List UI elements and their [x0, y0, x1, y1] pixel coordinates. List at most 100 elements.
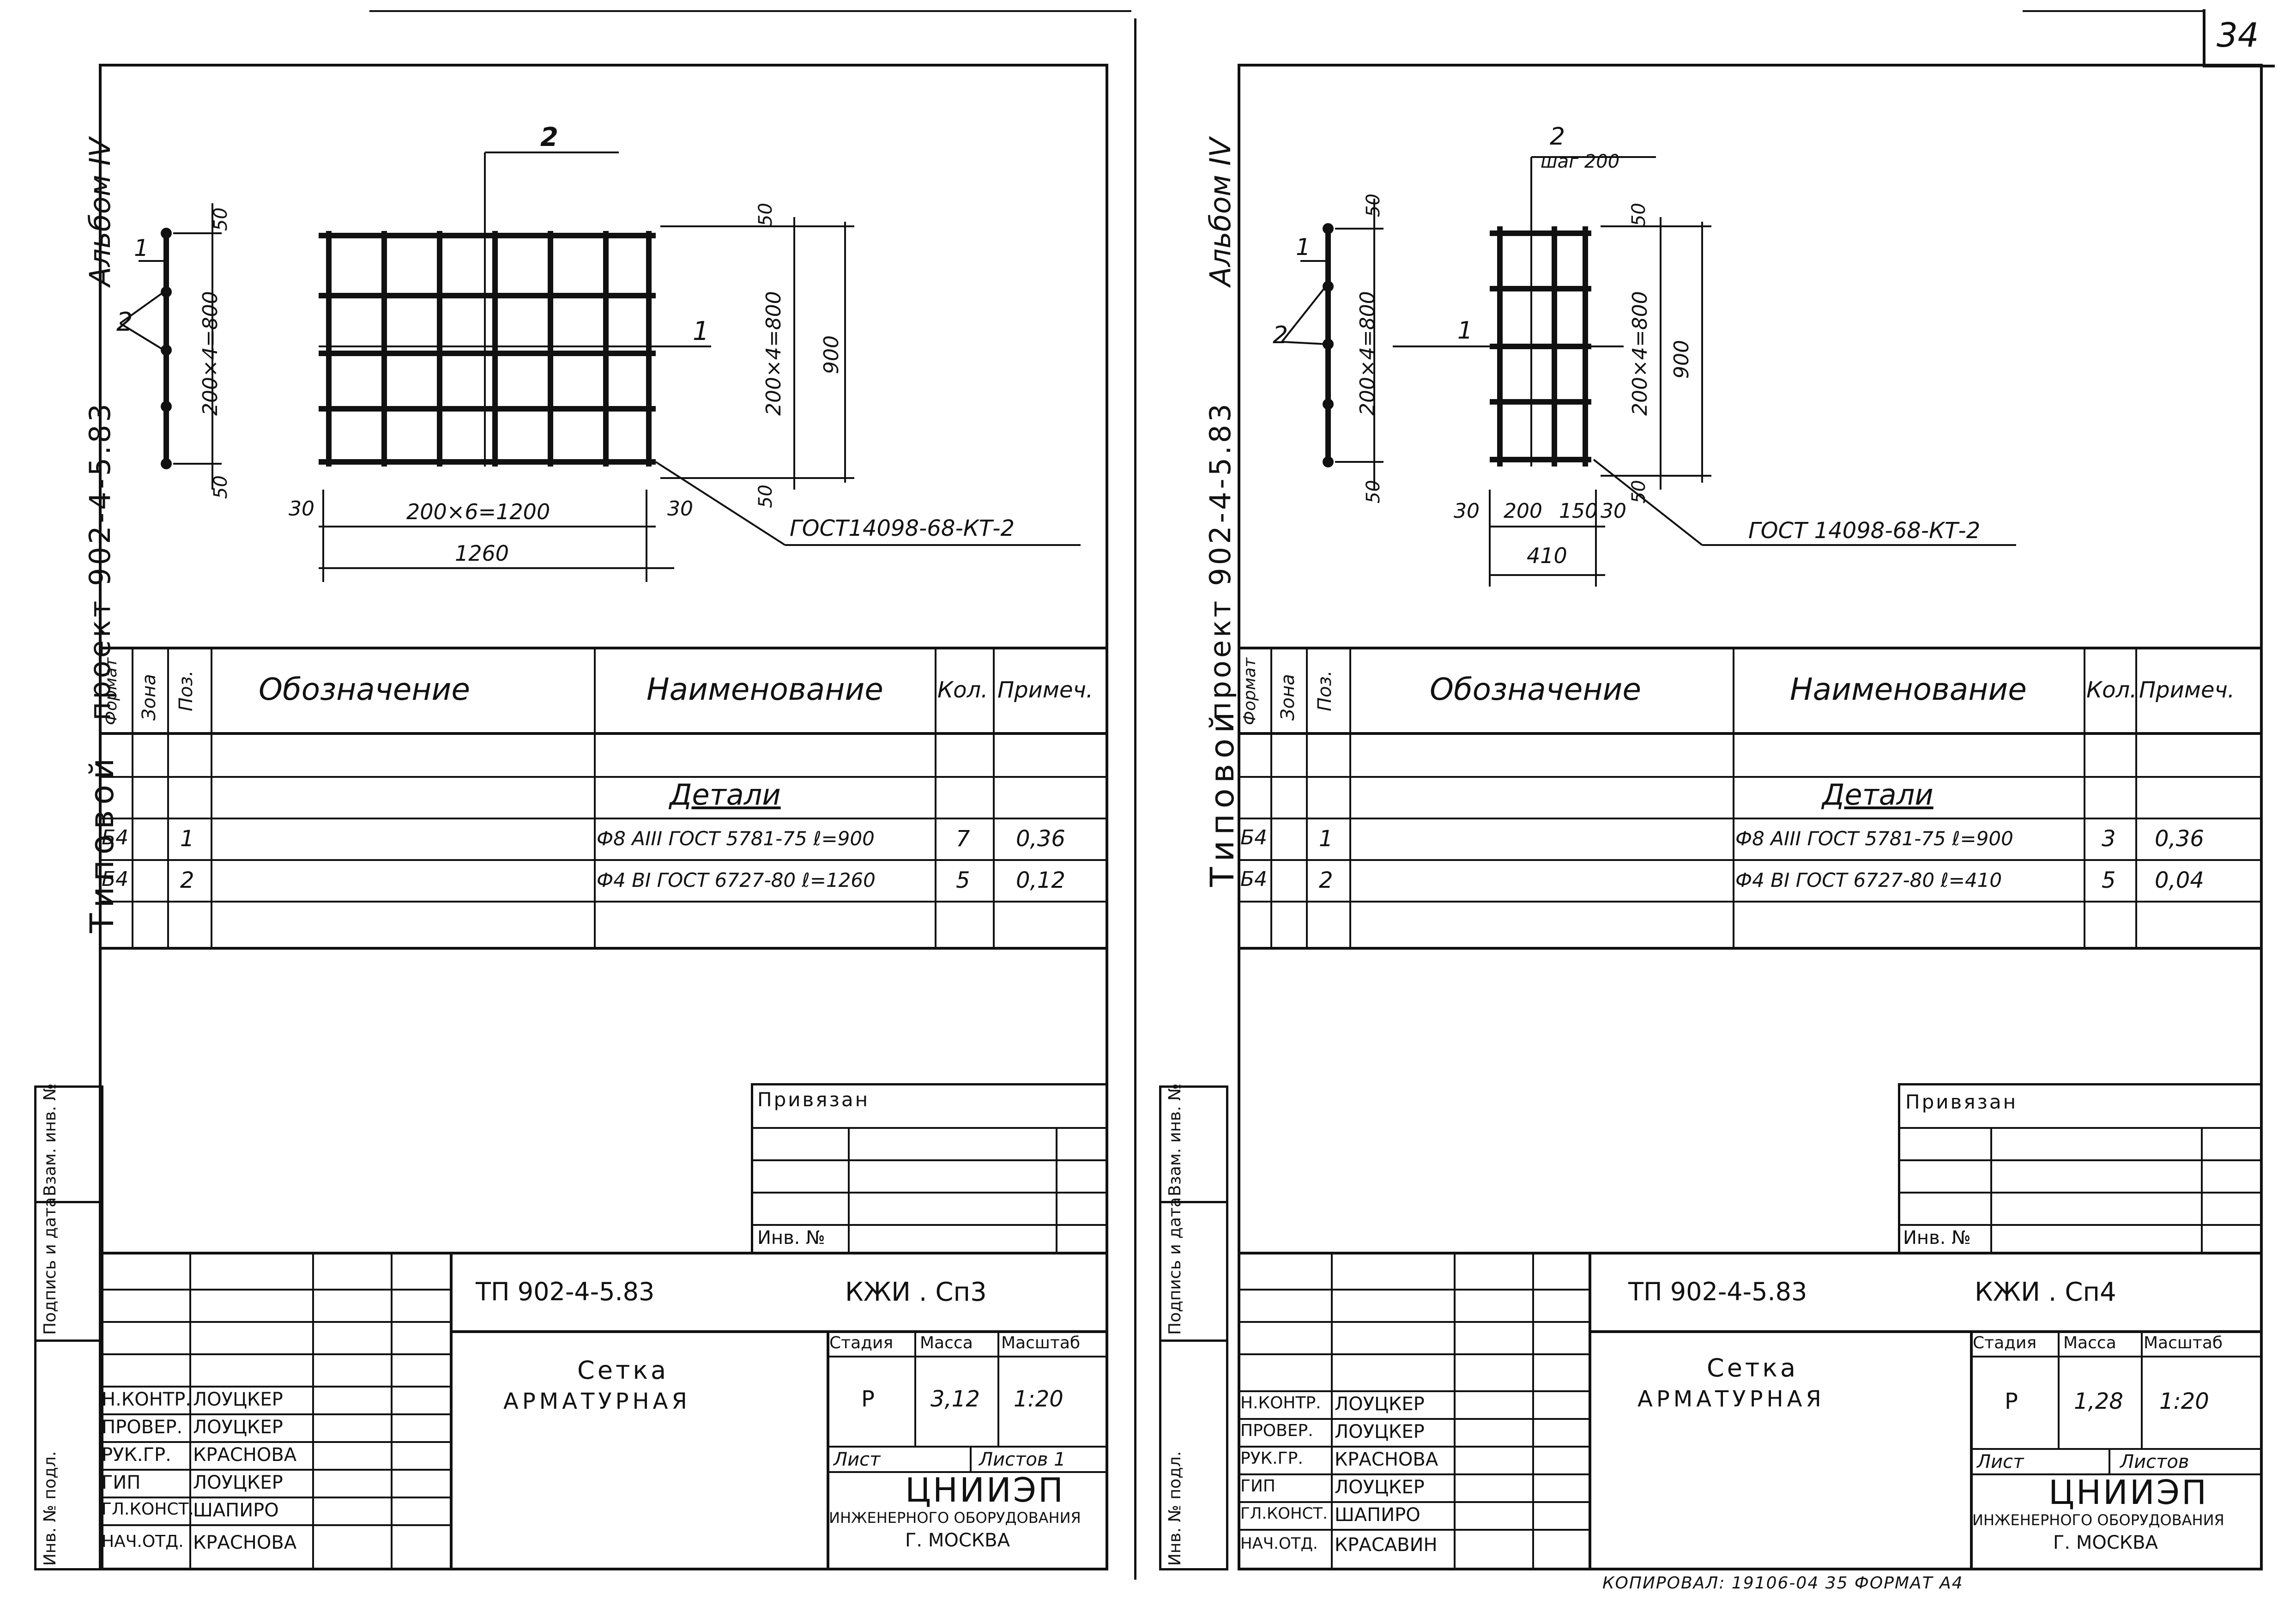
- spec-row-format: Б4: [1240, 867, 1268, 891]
- spec-row-format: Б4: [102, 867, 129, 891]
- side-stamp-divider: [34, 1201, 103, 1203]
- stage-header: Стадия: [829, 1333, 894, 1352]
- mesh-drawing: [1281, 156, 2016, 587]
- sig-role: Гл.конст.: [1240, 1504, 1328, 1523]
- sig-name: Лоуцкер: [1335, 1477, 1425, 1498]
- dim-side-bottom: 50: [210, 475, 231, 499]
- stage-header: Стадия: [1973, 1333, 2037, 1352]
- dim-side-top: 50: [210, 207, 231, 231]
- top-rule: [369, 10, 1131, 12]
- list-label: Лист: [834, 1449, 881, 1470]
- spec-row-line: [99, 859, 1108, 861]
- spec-row-line: [99, 776, 1108, 778]
- spec-row-pos: 2: [1319, 867, 1333, 893]
- spec-row-name: Ф8 АIII ГОСТ 5781-75 ℓ=900: [1735, 827, 2013, 850]
- sig-role: Провер.: [1240, 1421, 1313, 1440]
- dim-right-top: 50: [1628, 203, 1649, 226]
- org-city: г. Москва: [905, 1530, 1010, 1551]
- spec-col: [132, 647, 133, 947]
- stage-value: Р: [2005, 1388, 2018, 1414]
- dim-right-mid: 200×4=800: [762, 291, 785, 416]
- gost-note: ГОСТ 14098-68-КТ-2: [1748, 518, 1981, 544]
- leader-label: 2: [1273, 321, 1288, 349]
- spec-row-qty: 5: [2102, 867, 2116, 893]
- sig-role: Гл.конст.: [102, 1500, 194, 1519]
- side-node: [161, 345, 172, 356]
- spec-row-pos: 1: [180, 826, 194, 852]
- scale-value: 1:20: [1014, 1386, 1063, 1412]
- sheet-right: Альбом IV проект 902-4-5.83 Типовой Инв.…: [1139, 0, 2296, 1600]
- sig-name: Лоуцкер: [1335, 1421, 1425, 1442]
- sig-name: Шапиро: [1335, 1504, 1420, 1526]
- lists-label: Листов: [2120, 1451, 2189, 1473]
- spec-row-line: [99, 901, 1108, 903]
- spec-row-note: 0,36: [1016, 826, 1065, 852]
- sig-name: Лоуцкер: [193, 1389, 283, 1410]
- spec-row-qty: 5: [956, 867, 970, 893]
- spec-header-pos: Поз.: [1314, 670, 1335, 711]
- mass-header: Масса: [920, 1333, 973, 1352]
- side-stamp-inv: Инв. № подл.: [1166, 1451, 1184, 1566]
- dim-right-mid: 200×4=800: [1628, 291, 1652, 416]
- dim-bottom-right: 30: [667, 497, 693, 521]
- sig-name: Красавин: [1335, 1534, 1438, 1556]
- dim-bottom-total: 1260: [455, 541, 509, 566]
- top-rule-right: [2023, 10, 2203, 12]
- sig-role: Нач.отд.: [1240, 1534, 1318, 1553]
- sheet-code: КЖИ . Сп3: [845, 1277, 987, 1307]
- spec-col: [211, 647, 212, 947]
- copy-note: КОПИРОВАЛ: 19106-04 35 ФОРМАТ А4: [1602, 1574, 1964, 1593]
- sig-name: Краснова: [193, 1532, 297, 1553]
- spec-col: [167, 647, 169, 947]
- spec-header-note: Примеч.: [997, 677, 1094, 703]
- sig-role: Рук.гр.: [1240, 1449, 1303, 1468]
- mass-value: 1,28: [2074, 1388, 2123, 1414]
- leader-label: 1: [134, 235, 149, 261]
- spec-row-qty: 3: [2102, 826, 2116, 852]
- side-series: Типовой: [1203, 706, 1241, 887]
- scale-value: 1:20: [2159, 1388, 2209, 1414]
- spec-header-zone: Зона: [1277, 674, 1299, 721]
- spec-row-name: Ф4 ВI ГОСТ 6727-80 ℓ=1260: [597, 869, 876, 891]
- sheet-left: Альбом IV проект 902-4-5.83 Типовой Инв.…: [0, 0, 1136, 1600]
- dim-right-bottom: 50: [1628, 480, 1649, 503]
- spec-row-line: [99, 818, 1108, 819]
- spec-bottom: [99, 947, 1108, 950]
- side-node: [161, 286, 172, 297]
- spec-col: [594, 647, 596, 947]
- spec-header-name: Наименование: [1790, 672, 2027, 707]
- side-node: [161, 401, 172, 412]
- leader-label: 1: [1296, 234, 1311, 261]
- title-line-2: арматурная: [1637, 1386, 1825, 1412]
- mass-value: 3,12: [930, 1386, 980, 1412]
- sig-name: Краснова: [1335, 1449, 1438, 1470]
- dim-bottom-spacing: 150: [1559, 499, 1598, 523]
- title-line-1: Сетка: [577, 1356, 669, 1385]
- spec-col: [993, 647, 995, 947]
- spec-header-pos: Поз.: [175, 670, 197, 711]
- spec-row-pos: 2: [180, 867, 194, 893]
- project-code: ТП 902-4-5.83: [476, 1277, 655, 1306]
- spec-section: Детали: [1822, 778, 1933, 812]
- org-sub: инженерного оборудования: [829, 1509, 1081, 1527]
- dim-side-mid: 200×4=800: [1356, 291, 1379, 416]
- privyazan-label: Привязан: [1905, 1091, 2018, 1113]
- side-stamp-divider: [34, 1339, 103, 1342]
- spec-header-format: Формат: [102, 657, 121, 725]
- sig-role: Провер.: [102, 1417, 183, 1438]
- sig-name: Лоуцкер: [193, 1472, 283, 1493]
- main-frame: [1238, 64, 2263, 1570]
- side-stamp-sign: Подпись и дата: [41, 1197, 60, 1335]
- dim-right-top: 50: [755, 203, 776, 226]
- sig-role: Н.контр.: [102, 1389, 192, 1410]
- mass-header: Масса: [2063, 1333, 2116, 1352]
- spec-header-format: Формат: [1240, 657, 1259, 725]
- dim-bottom-spacing: 200×6=1200: [406, 499, 550, 524]
- leader-label: 2: [116, 307, 133, 337]
- spec-row-name: Ф4 ВI ГОСТ 6727-80 ℓ=410: [1735, 869, 2002, 891]
- spec-row-note: 0,04: [2155, 867, 2204, 893]
- privyazan-label: Привязан: [757, 1088, 870, 1111]
- dim-right-bottom: 50: [755, 485, 776, 508]
- dim-bottom-spacing: 200: [1504, 499, 1542, 523]
- mesh-drawing: [119, 152, 1081, 582]
